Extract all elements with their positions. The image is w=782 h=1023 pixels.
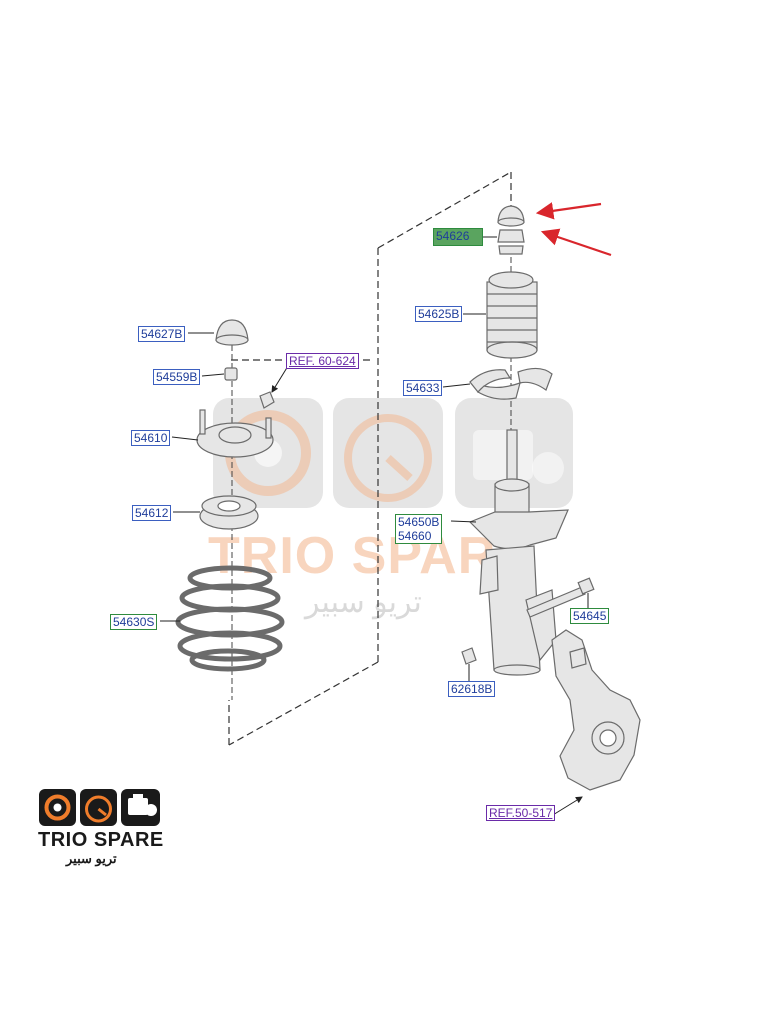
label-54627B: 54627B: [138, 326, 186, 342]
label-54625B: 54625B: [415, 306, 463, 322]
watermark-brand: TRIO SPARE: [208, 527, 532, 585]
part-54627B: [215, 319, 249, 346]
label-54610: 54610: [131, 430, 171, 446]
logo-brand: TRIO SPARE: [38, 829, 164, 851]
speedometer-icon: [80, 789, 117, 826]
part-54625B: [486, 271, 538, 359]
part-54633: [469, 367, 553, 400]
ref-60-624[interactable]: REF. 60-624: [286, 353, 359, 369]
label-62618B: 62618B: [448, 681, 496, 697]
part-54626: [497, 205, 525, 255]
label-54645: 54645: [570, 608, 610, 624]
logo-arabic: تريو سبير: [66, 851, 117, 866]
label-54650B-54660: 54650B 54660: [395, 514, 443, 544]
speaker-icon: [39, 789, 76, 826]
label-54633: 54633: [403, 380, 443, 396]
label-54559B: 54559B: [153, 369, 201, 385]
part-62618B: [461, 647, 477, 665]
label-54630S: 54630S: [110, 614, 158, 630]
part-54559B: [224, 367, 238, 381]
leader-lines: [160, 236, 589, 819]
ref-60-624-target: [259, 391, 275, 409]
label-54660: 54660: [398, 529, 432, 543]
part-54612: [199, 495, 259, 530]
ref-50-517[interactable]: REF.50-517: [486, 805, 556, 821]
part-54610: [196, 409, 274, 458]
highlight-arrows: [535, 202, 612, 257]
part-54650B: [468, 429, 569, 676]
label-54626: 54626: [433, 228, 483, 246]
part-54630S: [175, 565, 285, 672]
knuckle: [551, 629, 641, 791]
label-54612: 54612: [132, 505, 172, 521]
part-54645: [526, 577, 595, 618]
label-54650B: 54650B: [398, 515, 440, 529]
engine-icon: [121, 789, 160, 826]
watermark-arabic: تريو سبير: [305, 586, 422, 619]
